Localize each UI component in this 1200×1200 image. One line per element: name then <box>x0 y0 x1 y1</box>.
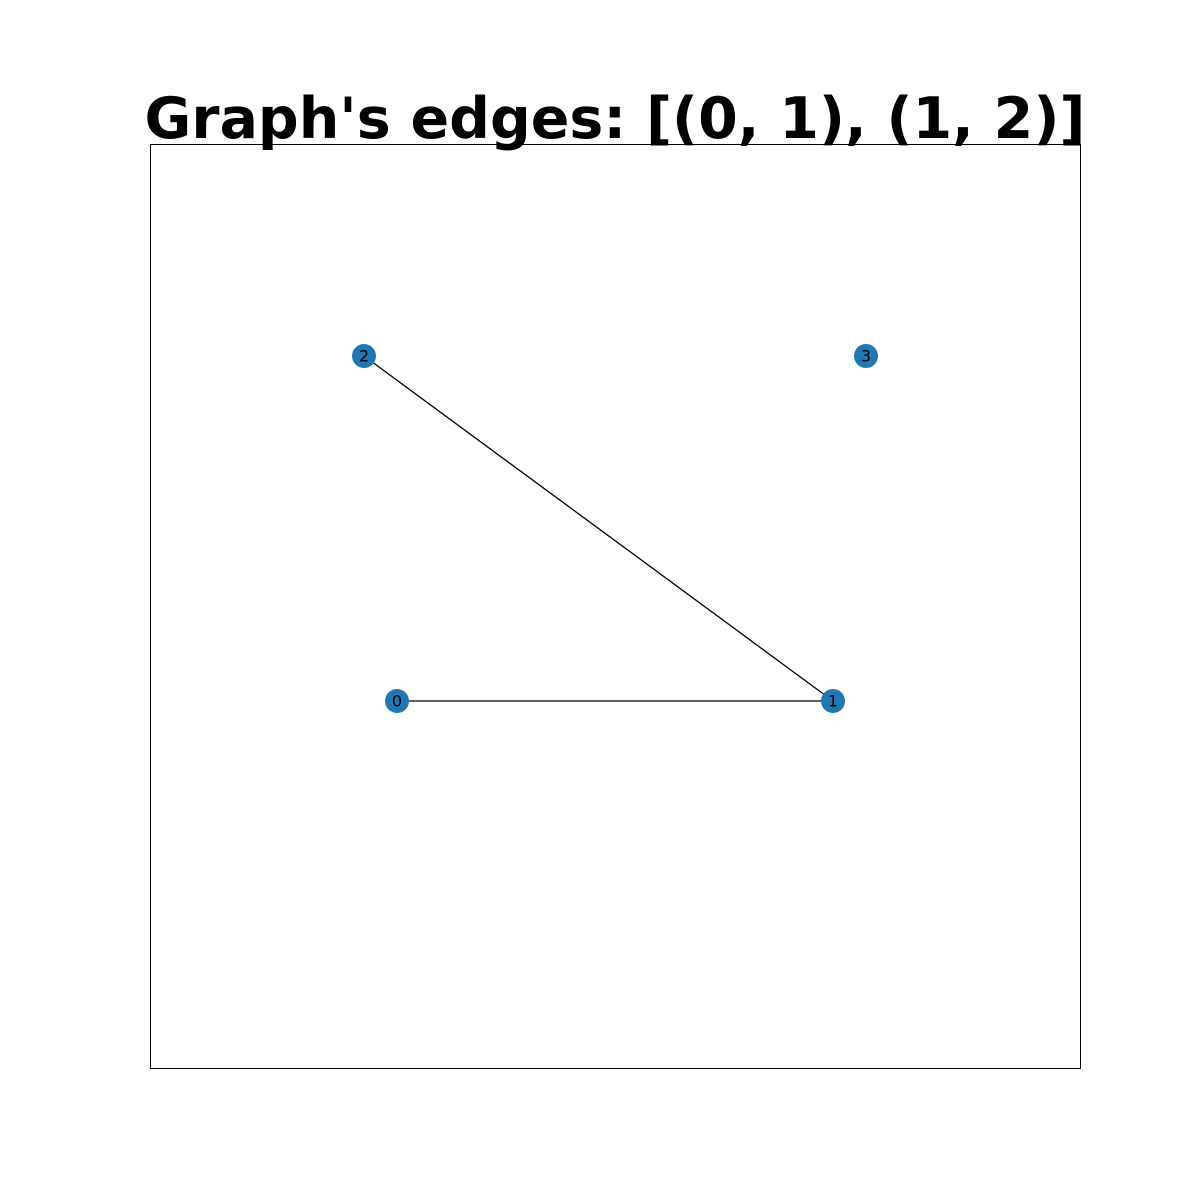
plot-frame <box>150 144 1081 1069</box>
node-3: 3 <box>854 344 878 368</box>
edge-1-2 <box>363 355 834 702</box>
nodes-layer: 0 1 2 3 <box>352 344 878 713</box>
node-circle <box>385 689 409 713</box>
node-label: 3 <box>861 347 871 366</box>
figure-title: Graph's edges: [(0, 1), (1, 2)] <box>145 86 1086 152</box>
node-1: 1 <box>821 689 845 713</box>
node-2: 2 <box>352 344 376 368</box>
node-circle <box>821 689 845 713</box>
edges-layer <box>363 355 834 702</box>
node-circle <box>854 344 878 368</box>
node-0: 0 <box>385 689 409 713</box>
node-circle <box>352 344 376 368</box>
node-label: 1 <box>828 692 838 711</box>
node-label: 2 <box>359 347 369 366</box>
node-label: 0 <box>392 692 402 711</box>
